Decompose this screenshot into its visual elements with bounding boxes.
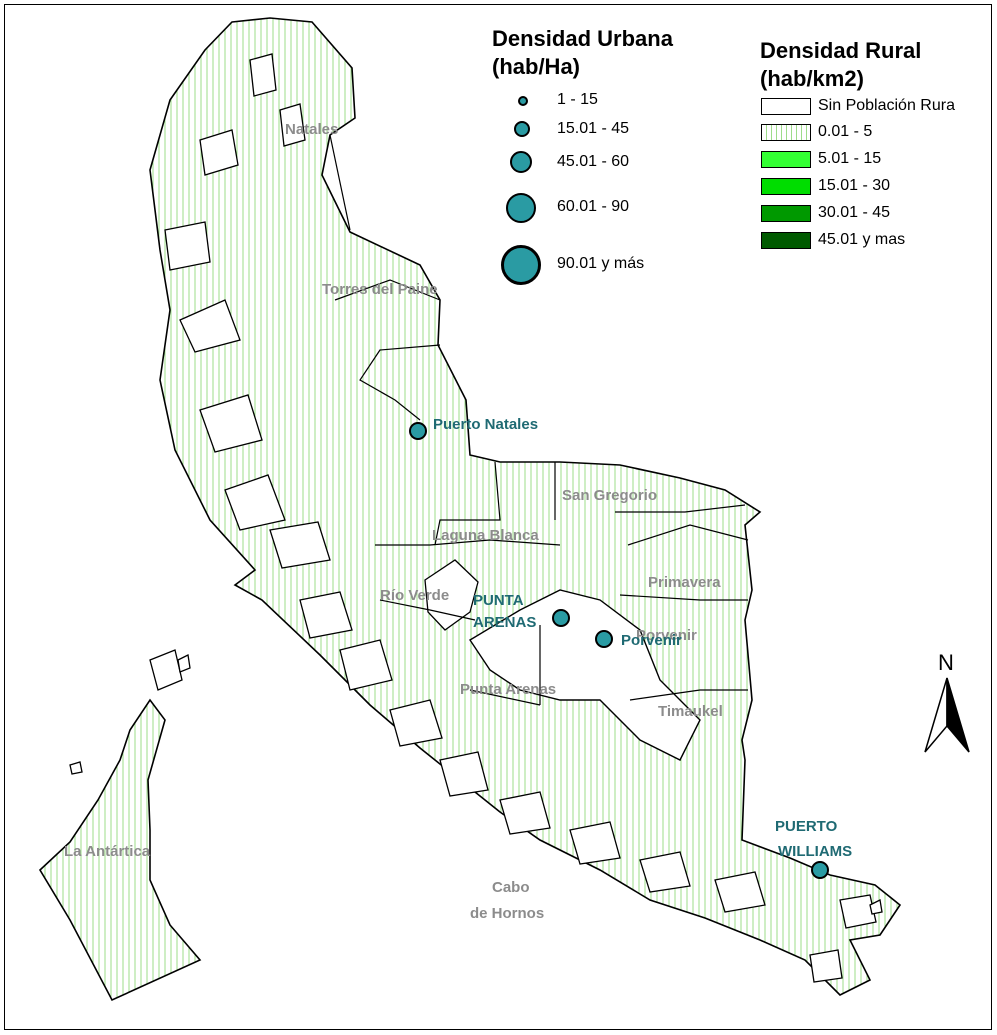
label-natales: Natales (285, 121, 338, 138)
urban-class-1: 1 - 15 (557, 91, 598, 108)
label-punta-arenas-comuna: Punta Arenas (460, 681, 556, 698)
north-arrow-icon (924, 677, 970, 753)
city-dot-puerto-natales (409, 422, 427, 440)
rural-swatch-0 (761, 98, 811, 115)
rural-class-5: 45.01 y mas (818, 231, 906, 248)
rural-class-4: 30.01 - 45 (818, 204, 891, 221)
urban-class-2: 15.01 - 45 (557, 120, 630, 137)
commune-boundaries (329, 134, 749, 706)
city-label-punta-arenas-2: ARENAS (473, 614, 536, 631)
urban-class-4: 60.01 - 90 (557, 198, 630, 215)
north-letter: N (938, 650, 954, 675)
strait-magellan (469, 589, 701, 761)
label-cabo-de-hornos-1: Cabo (492, 879, 530, 896)
city-label-puerto-williams-2: WILLIAMS (778, 843, 852, 860)
city-dot-puerto-williams (811, 861, 829, 879)
city-dot-porvenir (595, 630, 613, 648)
label-san-gregorio: San Gregorio (562, 487, 657, 504)
label-porvenir-comuna: Porvenir (636, 627, 697, 644)
city-label-punta-arenas-1: PUNTA (473, 592, 524, 609)
rural-class-3: 15.01 - 30 (818, 177, 891, 194)
urban-legend-title-2: (hab/Ha) (492, 54, 580, 79)
urban-class-5: 90.01 y más (557, 255, 645, 272)
urban-class-3: 45.01 - 60 (557, 153, 630, 170)
rural-legend-title-1: Densidad Rural (760, 38, 922, 63)
label-rio-verde: Río Verde (380, 587, 449, 604)
label-primavera: Primavera (648, 574, 721, 591)
landmass-main (149, 17, 902, 996)
urban-symbol-2 (514, 121, 530, 137)
rural-class-2: 5.01 - 15 (818, 150, 882, 167)
rural-class-1: 0.01 - 5 (818, 123, 873, 140)
urban-legend-title-1: Densidad Urbana (492, 26, 673, 51)
label-torres-del-paine: Torres del Paine (322, 281, 438, 298)
rural-legend-title-2: (hab/km2) (760, 66, 864, 91)
rural-swatch-1 (761, 124, 811, 141)
otway-sound (424, 559, 479, 631)
archipelago-islands (69, 53, 883, 983)
rural-swatch-2 (761, 151, 811, 168)
map-frame (4, 4, 992, 1030)
landmass-antarctica (38, 698, 202, 1002)
rural-class-0: Sin Población Rura (818, 97, 955, 114)
rural-swatch-4 (761, 205, 811, 222)
city-label-porvenir: Porvenir (621, 632, 682, 649)
label-la-antartica: La Antártica (64, 843, 151, 860)
urban-symbol-1 (518, 96, 528, 106)
urban-symbol-4 (506, 193, 536, 223)
city-label-puerto-natales: Puerto Natales (433, 416, 538, 433)
label-timaukel: Timaukel (658, 703, 723, 720)
rural-swatch-5 (761, 232, 811, 249)
label-laguna-blanca: Laguna Blanca (432, 527, 539, 544)
urban-symbol-5 (501, 245, 541, 285)
city-label-puerto-williams-1: PUERTO (775, 818, 838, 835)
city-dot-punta-arenas (552, 609, 570, 627)
label-cabo-de-hornos-2: de Hornos (470, 905, 544, 922)
urban-symbol-3 (510, 151, 532, 173)
rural-swatch-3 (761, 178, 811, 195)
